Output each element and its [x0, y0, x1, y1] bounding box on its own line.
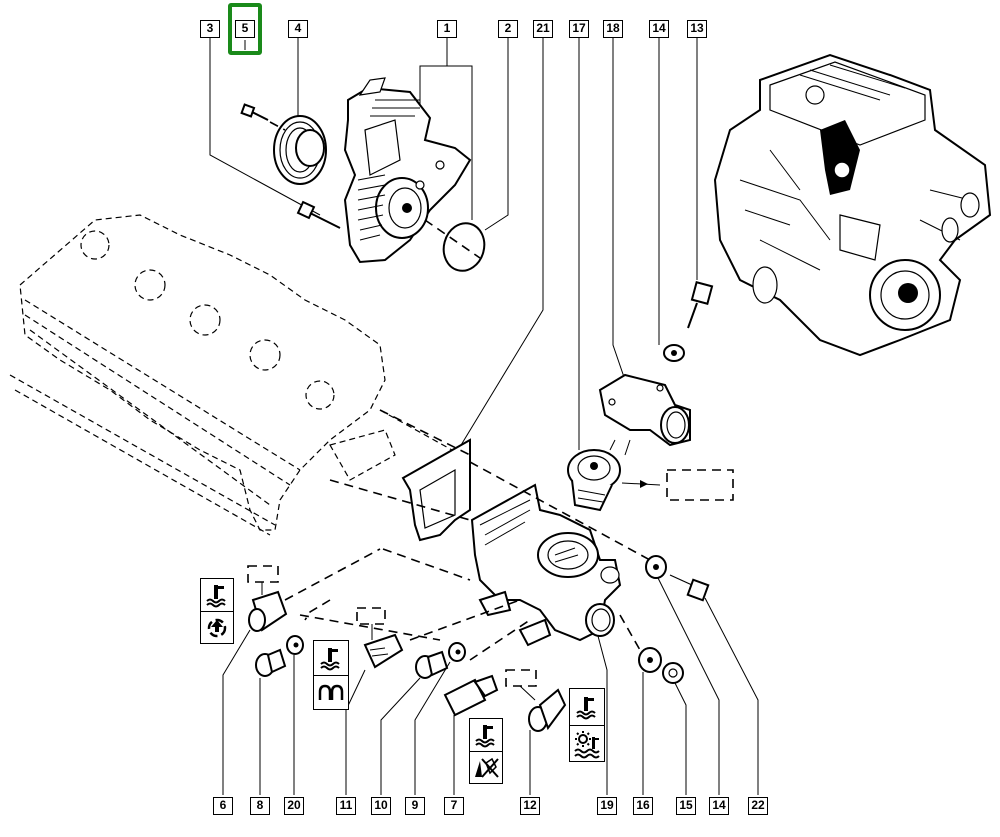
callout-3[interactable]: 3: [200, 20, 220, 38]
bolt-22: [669, 574, 710, 602]
callout-5[interactable]: 5: [235, 20, 255, 38]
plug-8: [255, 648, 287, 677]
coolant-temperature-icon: [201, 579, 233, 611]
reference-placeholder-box: [666, 469, 734, 501]
callout-10[interactable]: 10: [371, 797, 391, 815]
callout-18[interactable]: 18: [603, 20, 623, 38]
callout-13[interactable]: 13: [687, 20, 707, 38]
coolant-temperature-icon: [314, 641, 348, 675]
symbol-panel-sensor-12: [569, 688, 605, 762]
bolt-13: [687, 281, 714, 329]
callout-19[interactable]: 19: [597, 797, 617, 815]
thermostat-housing-cover: [598, 373, 691, 447]
callout-16[interactable]: 16: [633, 797, 653, 815]
callout-9[interactable]: 9: [405, 797, 425, 815]
callout-20[interactable]: 20: [284, 797, 304, 815]
callout-11[interactable]: 11: [336, 797, 356, 815]
coolant-temperature-icon: [470, 719, 502, 751]
connector-placeholder-12: [505, 669, 537, 687]
gasket: [401, 438, 471, 542]
selected-callout-highlight: [228, 3, 262, 55]
callout-8[interactable]: 8: [250, 797, 270, 815]
cylinder-head-outline: [9, 214, 471, 536]
callout-17[interactable]: 17: [569, 20, 589, 38]
plug-10: [415, 650, 449, 679]
glow-plug-icon: [314, 675, 348, 709]
sensor-11: [363, 633, 404, 669]
callout-22[interactable]: 22: [748, 797, 768, 815]
symbol-panel-sensor-6: [200, 578, 234, 644]
water-pump: [343, 77, 472, 264]
thermostat-housing: [470, 483, 622, 647]
sensor-6: [248, 590, 288, 632]
thermostat: [567, 449, 621, 512]
callout-12[interactable]: 12: [520, 797, 540, 815]
callout-21[interactable]: 21: [533, 20, 553, 38]
callout-2[interactable]: 2: [498, 20, 518, 38]
callout-7[interactable]: 7: [444, 797, 464, 815]
callout-14-top[interactable]: 14: [649, 20, 669, 38]
engine-assembly: [713, 53, 992, 357]
symbol-panel-sensor-7: [469, 718, 503, 784]
recycle-icon: [201, 611, 233, 643]
radiator-fan-icon: [570, 725, 604, 761]
callout-6[interactable]: 6: [213, 797, 233, 815]
callout-4[interactable]: 4: [288, 20, 308, 38]
idler-pulley: [273, 115, 327, 185]
bolt-3: [296, 200, 341, 229]
sensor-7: [443, 674, 499, 717]
callout-1[interactable]: 1: [437, 20, 457, 38]
callout-15[interactable]: 15: [676, 797, 696, 815]
symbol-panel-sensor-11: [313, 640, 349, 710]
top-leader-lines: [209, 38, 698, 456]
coolant-temperature-icon: [570, 689, 604, 725]
bolt-5: [240, 103, 269, 121]
bottom-leader-lines: [222, 577, 759, 795]
no-indicator-icon: [470, 751, 502, 783]
connector-placeholder-11: [356, 607, 386, 625]
sensor-12: [528, 688, 567, 732]
callout-14-bottom[interactable]: 14: [709, 797, 729, 815]
connector-placeholder-6: [247, 565, 279, 583]
